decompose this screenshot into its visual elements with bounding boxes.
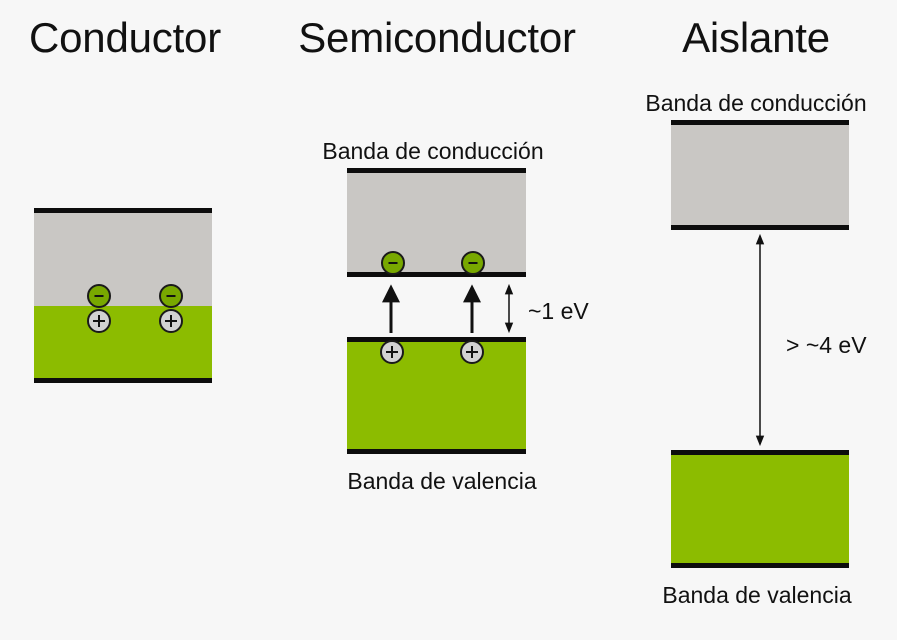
semiconductor-gap-label: ~1 eV: [528, 298, 589, 324]
insulator-valence-bottom-edge: [671, 563, 849, 568]
conductor-hole-1: [87, 309, 111, 333]
conductor-hole-2: [159, 309, 183, 333]
semiconductor-hole-2: [460, 340, 484, 364]
semiconductor-hole-1: [380, 340, 404, 364]
conductor-title: Conductor: [29, 14, 221, 61]
semiconductor-valence-band-label: Banda de valencia: [347, 468, 537, 494]
insulator-conduction-bottom-edge: [671, 225, 849, 230]
conductor-diagram: [34, 208, 212, 383]
conductor-electron-2: [159, 284, 183, 308]
semiconductor-conduction-bottom-edge: [347, 272, 526, 277]
semiconductor-conduction-band-label: Banda de conducción: [322, 138, 544, 164]
insulator-conduction-top-edge: [671, 120, 849, 125]
conductor-conduction-band: [34, 208, 212, 308]
semiconductor-diagram: [347, 168, 526, 454]
semiconductor-valence-top-edge: [347, 337, 526, 342]
semiconductor-electron-2: [461, 251, 485, 275]
conductor-top-edge: [34, 208, 212, 213]
insulator-gap-label: > ~4 eV: [786, 332, 867, 358]
semiconductor-valence-band: [347, 337, 526, 453]
insulator-title: Aislante: [682, 14, 830, 61]
insulator-valence-band-label: Banda de valencia: [662, 582, 852, 608]
insulator-diagram: [671, 120, 849, 568]
insulator-conduction-band: [671, 120, 849, 229]
semiconductor-valence-bottom-edge: [347, 449, 526, 454]
semiconductor-title: Semiconductor: [298, 14, 576, 61]
semiconductor-conduction-top-edge: [347, 168, 526, 173]
semiconductor-electron-1: [381, 251, 405, 275]
semiconductor-conduction-band: [347, 168, 526, 276]
insulator-valence-band: [671, 450, 849, 567]
conductor-valence-band: [34, 306, 212, 380]
insulator-valence-top-edge: [671, 450, 849, 455]
conductor-electron-1: [87, 284, 111, 308]
conductor-bottom-edge: [34, 378, 212, 383]
insulator-conduction-band-label: Banda de conducción: [645, 90, 867, 116]
